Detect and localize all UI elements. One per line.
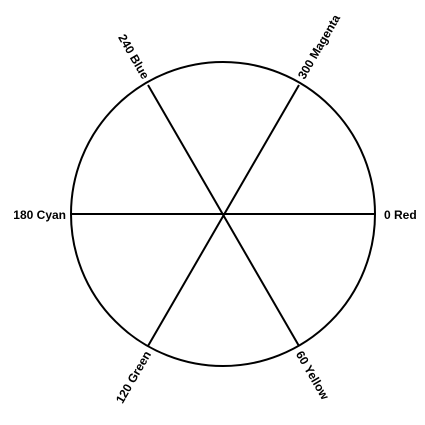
label-cyan: 180 Cyan xyxy=(13,208,66,222)
label-magenta: 300 Magenta xyxy=(295,12,343,82)
spoke-120-300 xyxy=(147,84,300,347)
spoke-group xyxy=(71,84,375,347)
label-red: 0 Red xyxy=(384,208,417,222)
label-blue: 240 Blue xyxy=(115,32,152,82)
label-yellow: 60 Yellow xyxy=(293,349,332,403)
label-green: 120 Green xyxy=(113,349,154,406)
